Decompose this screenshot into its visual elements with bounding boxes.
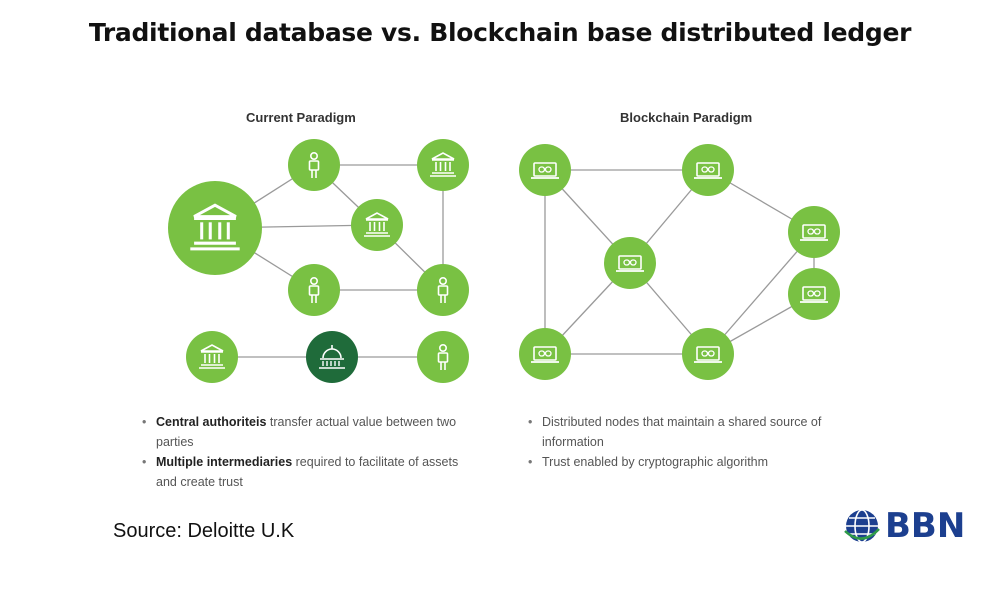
- bank-node: [351, 199, 403, 251]
- ledger-node: [604, 237, 656, 289]
- bullet-item: • Trust enabled by cryptographic algorit…: [528, 452, 868, 472]
- bullet-text: Distributed nodes that maintain a shared…: [542, 415, 822, 449]
- bank-node: [186, 331, 238, 383]
- person-node: [417, 331, 469, 383]
- current-paradigm-heading: Current Paradigm: [246, 110, 356, 125]
- ledger-node: [682, 328, 734, 380]
- person-node: [417, 264, 469, 316]
- bullet-text: Trust enabled by cryptographic algorithm: [542, 455, 769, 469]
- page-title: Traditional database vs. Blockchain base…: [88, 18, 912, 47]
- globe-icon: [844, 509, 880, 543]
- bullet-text: Central authoriteis transfer actual valu…: [156, 415, 457, 449]
- edge: [707, 231, 815, 355]
- ledger-node: [519, 144, 571, 196]
- person-node: [288, 264, 340, 316]
- government-node: [306, 331, 358, 383]
- blockchain-paradigm-bullets: • Distributed nodes that maintain a shar…: [528, 412, 868, 472]
- bank-node: [417, 139, 469, 191]
- bullet-dot: •: [142, 455, 147, 469]
- bullet-text: Multiple intermediaries required to faci…: [156, 455, 459, 489]
- central-bank-node: [168, 181, 262, 275]
- bullet-dot: •: [142, 415, 147, 429]
- bbn-logo: BBN: [843, 506, 965, 546]
- bullet-item: • Distributed nodes that maintain a shar…: [528, 412, 868, 452]
- bullet-item: • Central authoriteis transfer actual va…: [142, 412, 482, 452]
- source-caption: Source: Deloitte U.K: [113, 520, 295, 542]
- bullet-dot: •: [528, 455, 533, 469]
- bullet-item: • Multiple intermediaries required to fa…: [142, 452, 482, 492]
- ledger-node: [788, 268, 840, 320]
- ledger-node: [682, 144, 734, 196]
- blockchain-paradigm-heading: Blockchain Paradigm: [620, 110, 753, 125]
- current-paradigm-bullets: • Central authoriteis transfer actual va…: [142, 412, 482, 492]
- ledger-node: [788, 206, 840, 258]
- logo-text: BBN: [885, 506, 966, 546]
- ledger-node: [519, 328, 571, 380]
- bullet-dot: •: [528, 415, 533, 429]
- person-node: [288, 139, 340, 191]
